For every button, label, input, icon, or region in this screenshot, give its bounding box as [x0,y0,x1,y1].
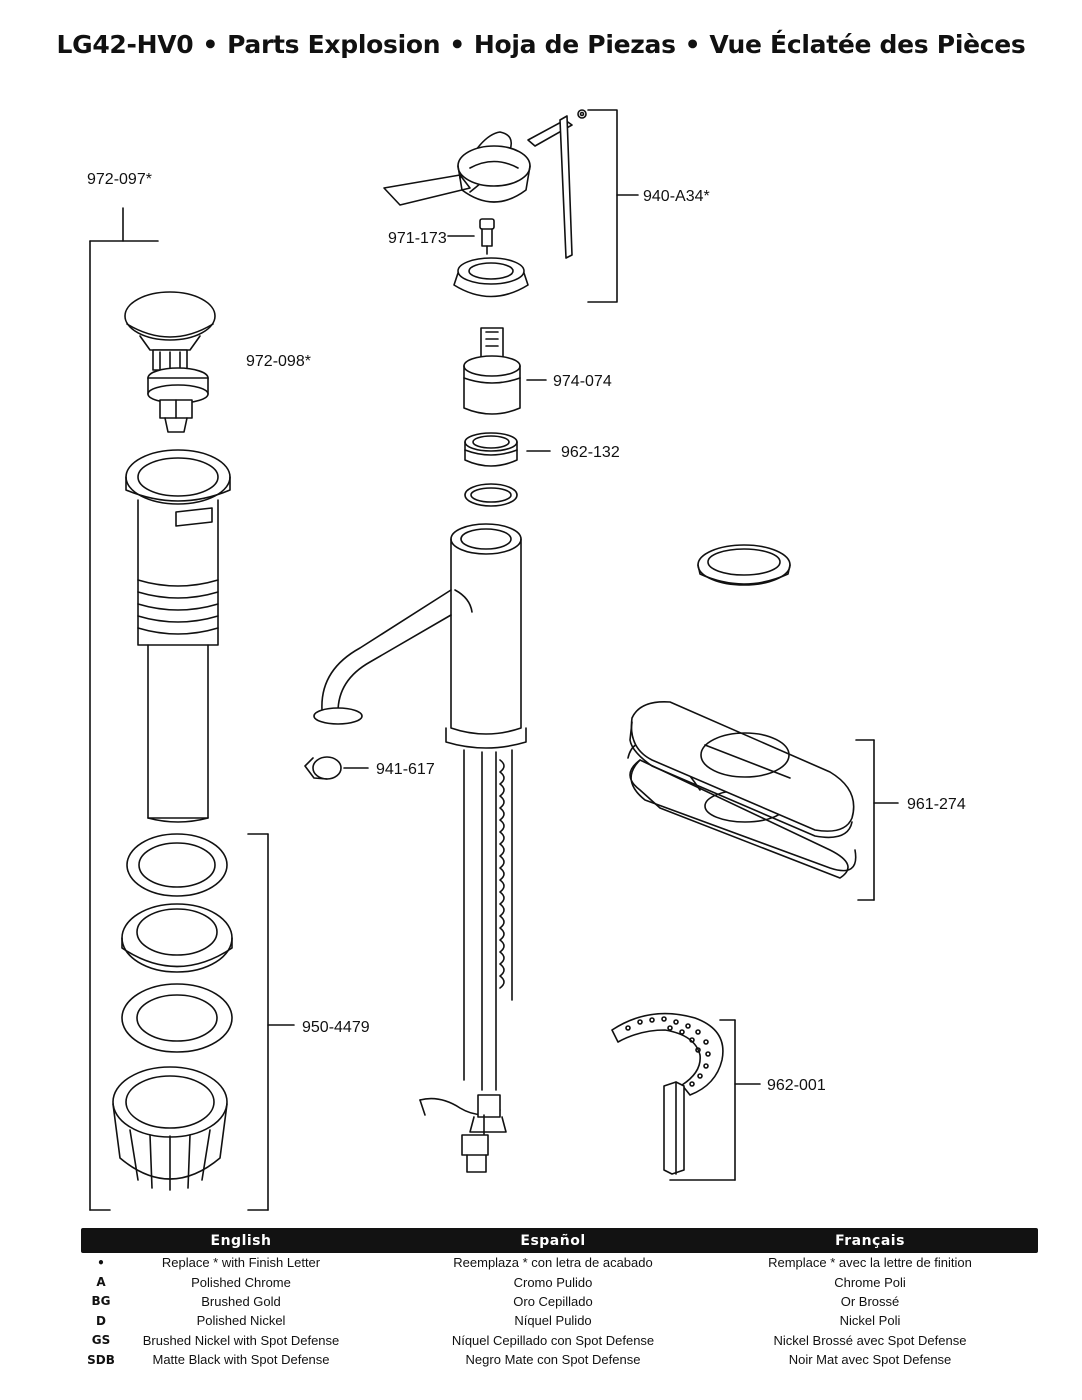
part-label-962-001: 962-001 [767,1077,826,1094]
title-french: Vue Éclatée des Pièces [709,30,1026,59]
finish-french: Chrome Poli [834,1274,906,1290]
base-gasket-part [697,544,791,586]
faucet-body-part [313,523,527,1173]
title-english: Parts Explosion [227,30,441,59]
drain-assembly-bracket [89,207,159,1211]
part-label-972-098: 972-098* [246,353,311,370]
legend-header-english: English [210,1232,272,1249]
legend-row: GS Brushed Nickel with Spot Defense Níqu… [81,1331,1038,1350]
handle-assembly-part [383,109,639,303]
finish-code: • [97,1255,105,1270]
title-separator: • [684,30,701,59]
title-separator: • [202,30,219,59]
part-label-940-a34: 940-A34* [643,188,710,205]
bonnet-nut-part [464,432,551,507]
finish-spanish: Reemplaza * con letra de acabado [453,1255,653,1271]
finish-code: A [96,1275,106,1290]
drain-body-part [125,449,231,823]
finish-english: Polished Nickel [196,1313,286,1329]
legend-header: English Español Français [81,1228,1038,1253]
finish-code: SDB [87,1352,115,1367]
finish-spanish: Negro Mate con Spot Defense [465,1352,641,1368]
cartridge-part [463,327,547,415]
model-number: LG42-HV0 [56,30,194,59]
part-label-971-173: 971-173 [388,230,447,247]
mounting-hardware-part [611,1012,761,1181]
finish-legend-table: English Español Français • Replace * wit… [81,1228,1038,1369]
part-label-961-274: 961-274 [907,796,966,813]
part-label-941-617: 941-617 [376,761,435,778]
finish-code: BG [91,1294,111,1309]
finish-english: Brushed Nickel with Spot Defense [142,1332,340,1348]
page-title: LG42-HV0 • Parts Explosion • Hoja de Piezas •… [0,30,1082,59]
popup-stopper-part [124,291,216,433]
legend-row: • Replace * with Finish Letter Reemplaza… [81,1253,1038,1272]
drain-gasket-set-part [112,833,295,1211]
legend-row: A Polished Chrome Cromo Pulido Chrome Po… [81,1272,1038,1291]
part-label-962-132: 962-132 [561,444,620,461]
finish-french: Noir Mat avec Spot Defense [788,1352,952,1368]
finish-french: Remplace * avec la lettre de finition [768,1255,972,1271]
aerator-part [304,756,369,780]
finish-spanish: Oro Cepillado [513,1293,593,1309]
finish-code: D [96,1313,106,1328]
finish-french: Or Brossé [840,1293,900,1309]
finish-code: GS [91,1333,111,1348]
finish-spanish: Cromo Pulido [513,1274,593,1290]
finish-spanish: Níquel Cepillado con Spot Defense [451,1332,655,1348]
parts-explosion-diagram: 972-097* 972-098* 950-4479 940-A34* 971-… [87,109,966,1211]
part-label-950-4479: 950-4479 [302,1019,370,1036]
deck-plate-part [627,701,899,901]
title-spanish: Hoja de Piezas [473,30,676,59]
legend-row: D Polished Nickel Níquel Pulido Nickel P… [81,1311,1038,1330]
finish-english: Brushed Gold [201,1293,281,1309]
finish-spanish: Níquel Pulido [514,1313,592,1329]
legend-header-french: Français [835,1232,905,1249]
finish-french: Nickel Brossé avec Spot Defense [773,1332,967,1348]
finish-english: Matte Black with Spot Defense [152,1352,330,1368]
set-screw-part [447,218,529,298]
part-label-972-097: 972-097* [87,171,152,188]
legend-row: SDB Matte Black with Spot Defense Negro … [81,1350,1038,1369]
legend-row: BG Brushed Gold Oro Cepillado Or Brossé [81,1292,1038,1311]
legend-header-spanish: Español [520,1232,586,1249]
finish-english: Replace * with Finish Letter [161,1255,321,1271]
part-label-974-074: 974-074 [553,373,612,390]
title-separator: • [449,30,465,59]
finish-english: Polished Chrome [191,1274,291,1290]
finish-french: Nickel Poli [839,1313,901,1329]
